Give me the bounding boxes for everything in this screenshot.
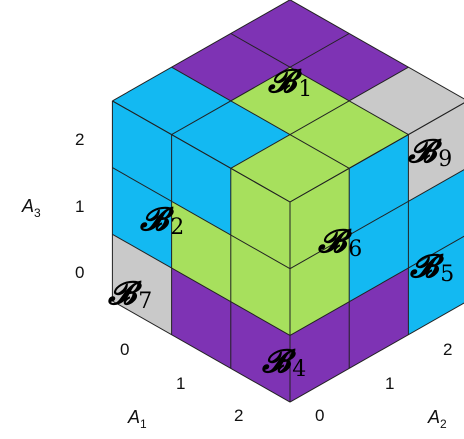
left-face-cell <box>230 301 290 403</box>
left-face-cell <box>171 268 231 369</box>
left-grid-horiz <box>112 100 291 203</box>
a2-tick-2: 2 <box>443 340 452 359</box>
right-face-cell <box>349 268 409 369</box>
right-grid-horiz <box>289 169 464 270</box>
top-grid-b <box>230 33 409 136</box>
left-face-cell <box>112 100 172 202</box>
a2-tick-0: 0 <box>315 406 324 425</box>
top-grid-b <box>289 0 464 100</box>
right-face-cell <box>349 201 409 302</box>
right-face-cell <box>290 301 350 403</box>
left-face-cell <box>230 168 290 269</box>
a1-tick-1: 1 <box>176 374 185 393</box>
left-grid-horiz <box>112 233 291 336</box>
top-grid-a <box>230 66 409 169</box>
right-face-cell <box>290 235 350 336</box>
a1-axis-label: A1 <box>127 407 147 431</box>
left-face-cell <box>112 167 172 268</box>
cube-gridlines <box>111 0 464 403</box>
right-grid-horiz <box>289 235 464 336</box>
right-face-cell <box>349 134 409 235</box>
top-grid-b <box>171 66 350 169</box>
a2-axis-label: A2 <box>427 407 447 431</box>
a1-tick-0: 0 <box>120 340 129 359</box>
right-face-cell <box>290 168 350 269</box>
a3-tick-0: 0 <box>75 263 84 282</box>
a2-tick-1: 1 <box>385 374 394 393</box>
left-face-cell <box>171 201 231 302</box>
left-face-cell <box>112 234 172 335</box>
left-grid-horiz <box>112 167 291 270</box>
right-grid-horiz <box>289 102 464 203</box>
a1-tick-2: 2 <box>234 406 243 425</box>
top-grid-a <box>112 0 291 102</box>
right-face-cell <box>408 102 464 202</box>
left-grid-horiz <box>112 300 291 403</box>
a3-tick-1: 1 <box>75 197 84 216</box>
a3-axis-label: A3 <box>21 196 41 220</box>
right-face-cell <box>408 169 464 268</box>
left-face-cell <box>230 235 290 336</box>
right-face-cell <box>408 236 464 335</box>
top-grid-a <box>171 33 350 136</box>
top-cell <box>349 67 464 135</box>
left-face-cell <box>171 134 231 235</box>
right-grid-horiz <box>289 302 464 403</box>
a3-tick-2: 2 <box>75 130 84 149</box>
